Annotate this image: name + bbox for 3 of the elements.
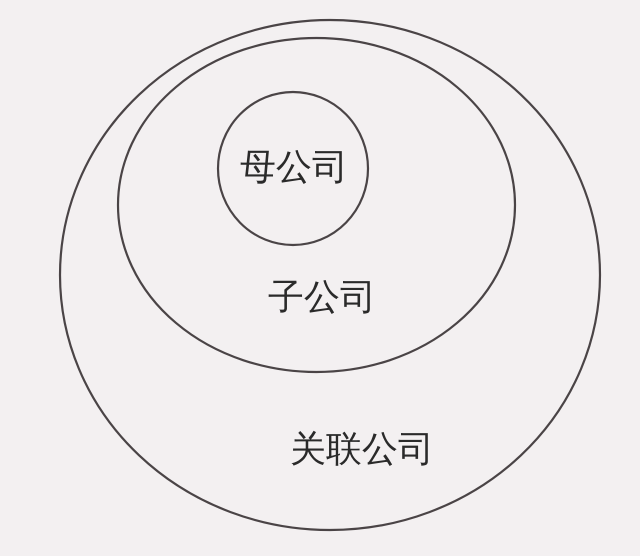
circle-label: 母公司 <box>240 148 348 188</box>
circle-label: 子公司 <box>268 278 376 318</box>
circle-label: 关联公司 <box>290 430 434 470</box>
